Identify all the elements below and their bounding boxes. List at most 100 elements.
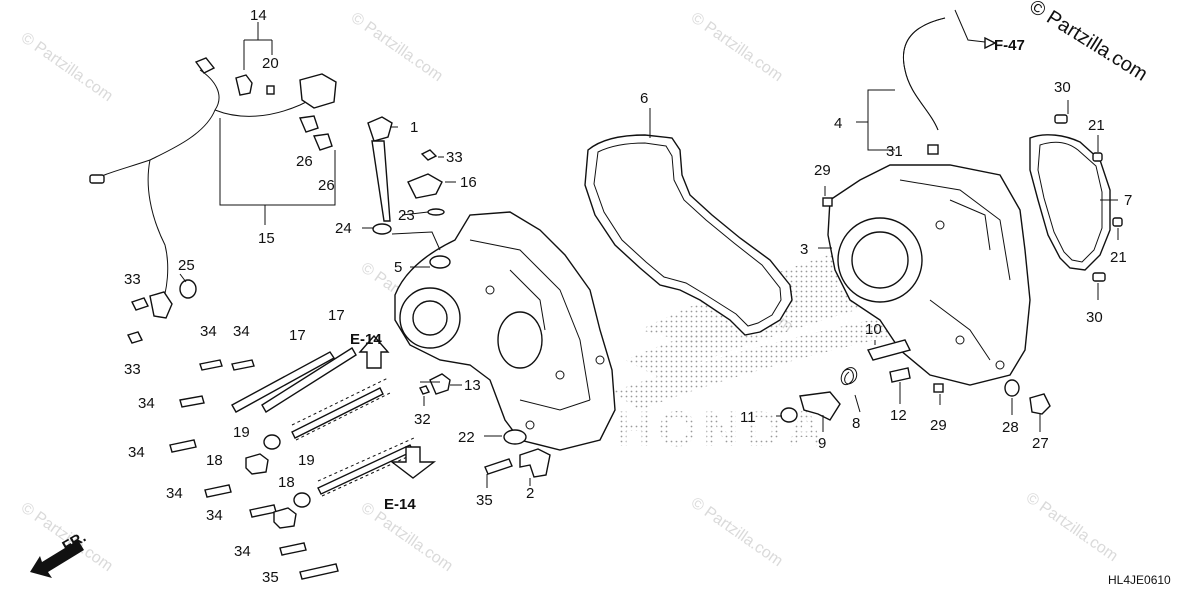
sensor-16 — [407, 173, 443, 199]
stud-long-lower-b — [317, 444, 414, 495]
callout-6: 6 — [640, 90, 648, 107]
spring-8 — [840, 367, 858, 386]
washer-19a — [263, 434, 281, 450]
callout-10: 10 — [865, 321, 882, 338]
washer-24 — [372, 223, 392, 235]
callout-14: 14 — [250, 7, 267, 24]
callout-34e: 34 — [166, 485, 183, 502]
callout-33-top: 33 — [446, 149, 463, 166]
callout-27: 27 — [1032, 435, 1049, 452]
callout-28: 28 — [1002, 419, 1019, 436]
callout-18a: 18 — [206, 452, 223, 469]
gasket-6-inner — [593, 142, 782, 327]
callout-29-top: 29 — [814, 162, 831, 179]
ref-f47: F-47 — [994, 37, 1025, 54]
stud-17b — [261, 347, 357, 413]
callout-35-bottom: 35 — [262, 569, 279, 586]
callout-8: 8 — [852, 415, 860, 432]
crankcase-cover-5 — [394, 211, 616, 451]
dowel-30-top — [1054, 114, 1068, 124]
bolt-group-left — [127, 297, 513, 580]
callout-34c: 34 — [138, 395, 155, 412]
callout-33-left-b: 33 — [124, 361, 141, 378]
nut-18b — [273, 507, 297, 529]
callout-26a: 26 — [296, 153, 313, 170]
watermark: © Partzilla.com — [688, 494, 786, 570]
pin-10 — [866, 339, 912, 361]
callout-5: 5 — [394, 259, 402, 276]
clip-31 — [927, 144, 939, 155]
callout-30-top: 30 — [1054, 79, 1071, 96]
callout-15: 15 — [258, 230, 275, 247]
callout-32: 32 — [414, 411, 431, 428]
o-ring-25 — [179, 279, 197, 299]
callout-19a: 19 — [233, 424, 250, 441]
stud-17a — [231, 351, 336, 413]
callout-23: 23 — [398, 207, 415, 224]
dowel-21-top — [1092, 152, 1103, 162]
callout-16: 16 — [460, 174, 477, 191]
breather-hose-4 — [903, 17, 946, 131]
bolt-32 — [419, 385, 430, 395]
clamp-2 — [519, 448, 551, 478]
watermark: © Partzilla.com — [348, 9, 446, 85]
callout-29-bottom: 29 — [930, 417, 947, 434]
collar-11 — [780, 407, 798, 423]
callout-21-bottom: 21 — [1110, 249, 1127, 266]
callout-34d: 34 — [128, 444, 145, 461]
dowel-21-bottom — [1112, 217, 1123, 227]
callout-33-left-a: 33 — [124, 271, 141, 288]
washer-19b — [293, 492, 311, 508]
washer-28 — [1004, 379, 1020, 397]
callout-1: 1 — [410, 119, 418, 136]
callout-34f: 34 — [206, 507, 223, 524]
callout-3: 3 — [800, 241, 808, 258]
callout-24: 24 — [335, 220, 352, 237]
watermark: © Partzilla.com — [688, 9, 786, 85]
bolt-12 — [889, 367, 911, 383]
callout-20: 20 — [262, 55, 279, 72]
drawing-code: HL4JE0610 — [1108, 573, 1171, 587]
callout-12: 12 — [890, 407, 907, 424]
gasket-7 — [1029, 134, 1111, 271]
copyright-text: © Partzilla.com — [1025, 0, 1151, 86]
watermark: © Partzilla.com — [1023, 489, 1121, 565]
plug-29-bottom — [933, 383, 944, 393]
leader-lines — [179, 22, 1119, 488]
watermark: © Partzilla.com — [18, 29, 116, 105]
callout-18b: 18 — [278, 474, 295, 491]
callout-4: 4 — [834, 115, 842, 132]
callout-35-mid: 35 — [476, 492, 493, 509]
callout-22: 22 — [458, 429, 475, 446]
honda-ghost-text: HONDA — [616, 401, 829, 457]
front-arrow-icon — [30, 540, 84, 578]
callout-13: 13 — [464, 377, 481, 394]
callout-19b: 19 — [298, 452, 315, 469]
callout-11: 11 — [740, 409, 756, 426]
callout-9: 9 — [818, 435, 826, 452]
e14-down-arrow — [389, 446, 437, 479]
bracket-13 — [429, 373, 451, 395]
sensor-part-14 — [235, 74, 275, 96]
callout-34g: 34 — [234, 543, 251, 560]
dowel-30-bottom — [1092, 272, 1106, 282]
callout-34a: 34 — [200, 323, 217, 340]
ref-e14-top: E-14 — [350, 331, 382, 348]
ref-e14-bottom: E-14 — [384, 496, 416, 513]
f47-arrow — [954, 9, 986, 43]
callout-17b: 17 — [328, 307, 345, 324]
stud-long-lower-a — [291, 387, 384, 439]
clip-part-26 — [298, 115, 333, 151]
callout-26b: 26 — [318, 177, 335, 194]
nut-18a — [245, 453, 269, 475]
wire-harness — [89, 57, 337, 319]
plug-29-top — [822, 197, 833, 207]
callout-2: 2 — [526, 485, 534, 502]
e14-up-arrow — [358, 334, 390, 369]
callout-7: 7 — [1124, 192, 1132, 209]
dipstick-part-1 — [367, 116, 393, 222]
callout-labels: 14 20 26 26 15 1 33 16 23 24 5 25 33 33 … — [60, 7, 1172, 587]
arm-9 — [799, 391, 841, 421]
o-ring-22 — [503, 429, 527, 445]
